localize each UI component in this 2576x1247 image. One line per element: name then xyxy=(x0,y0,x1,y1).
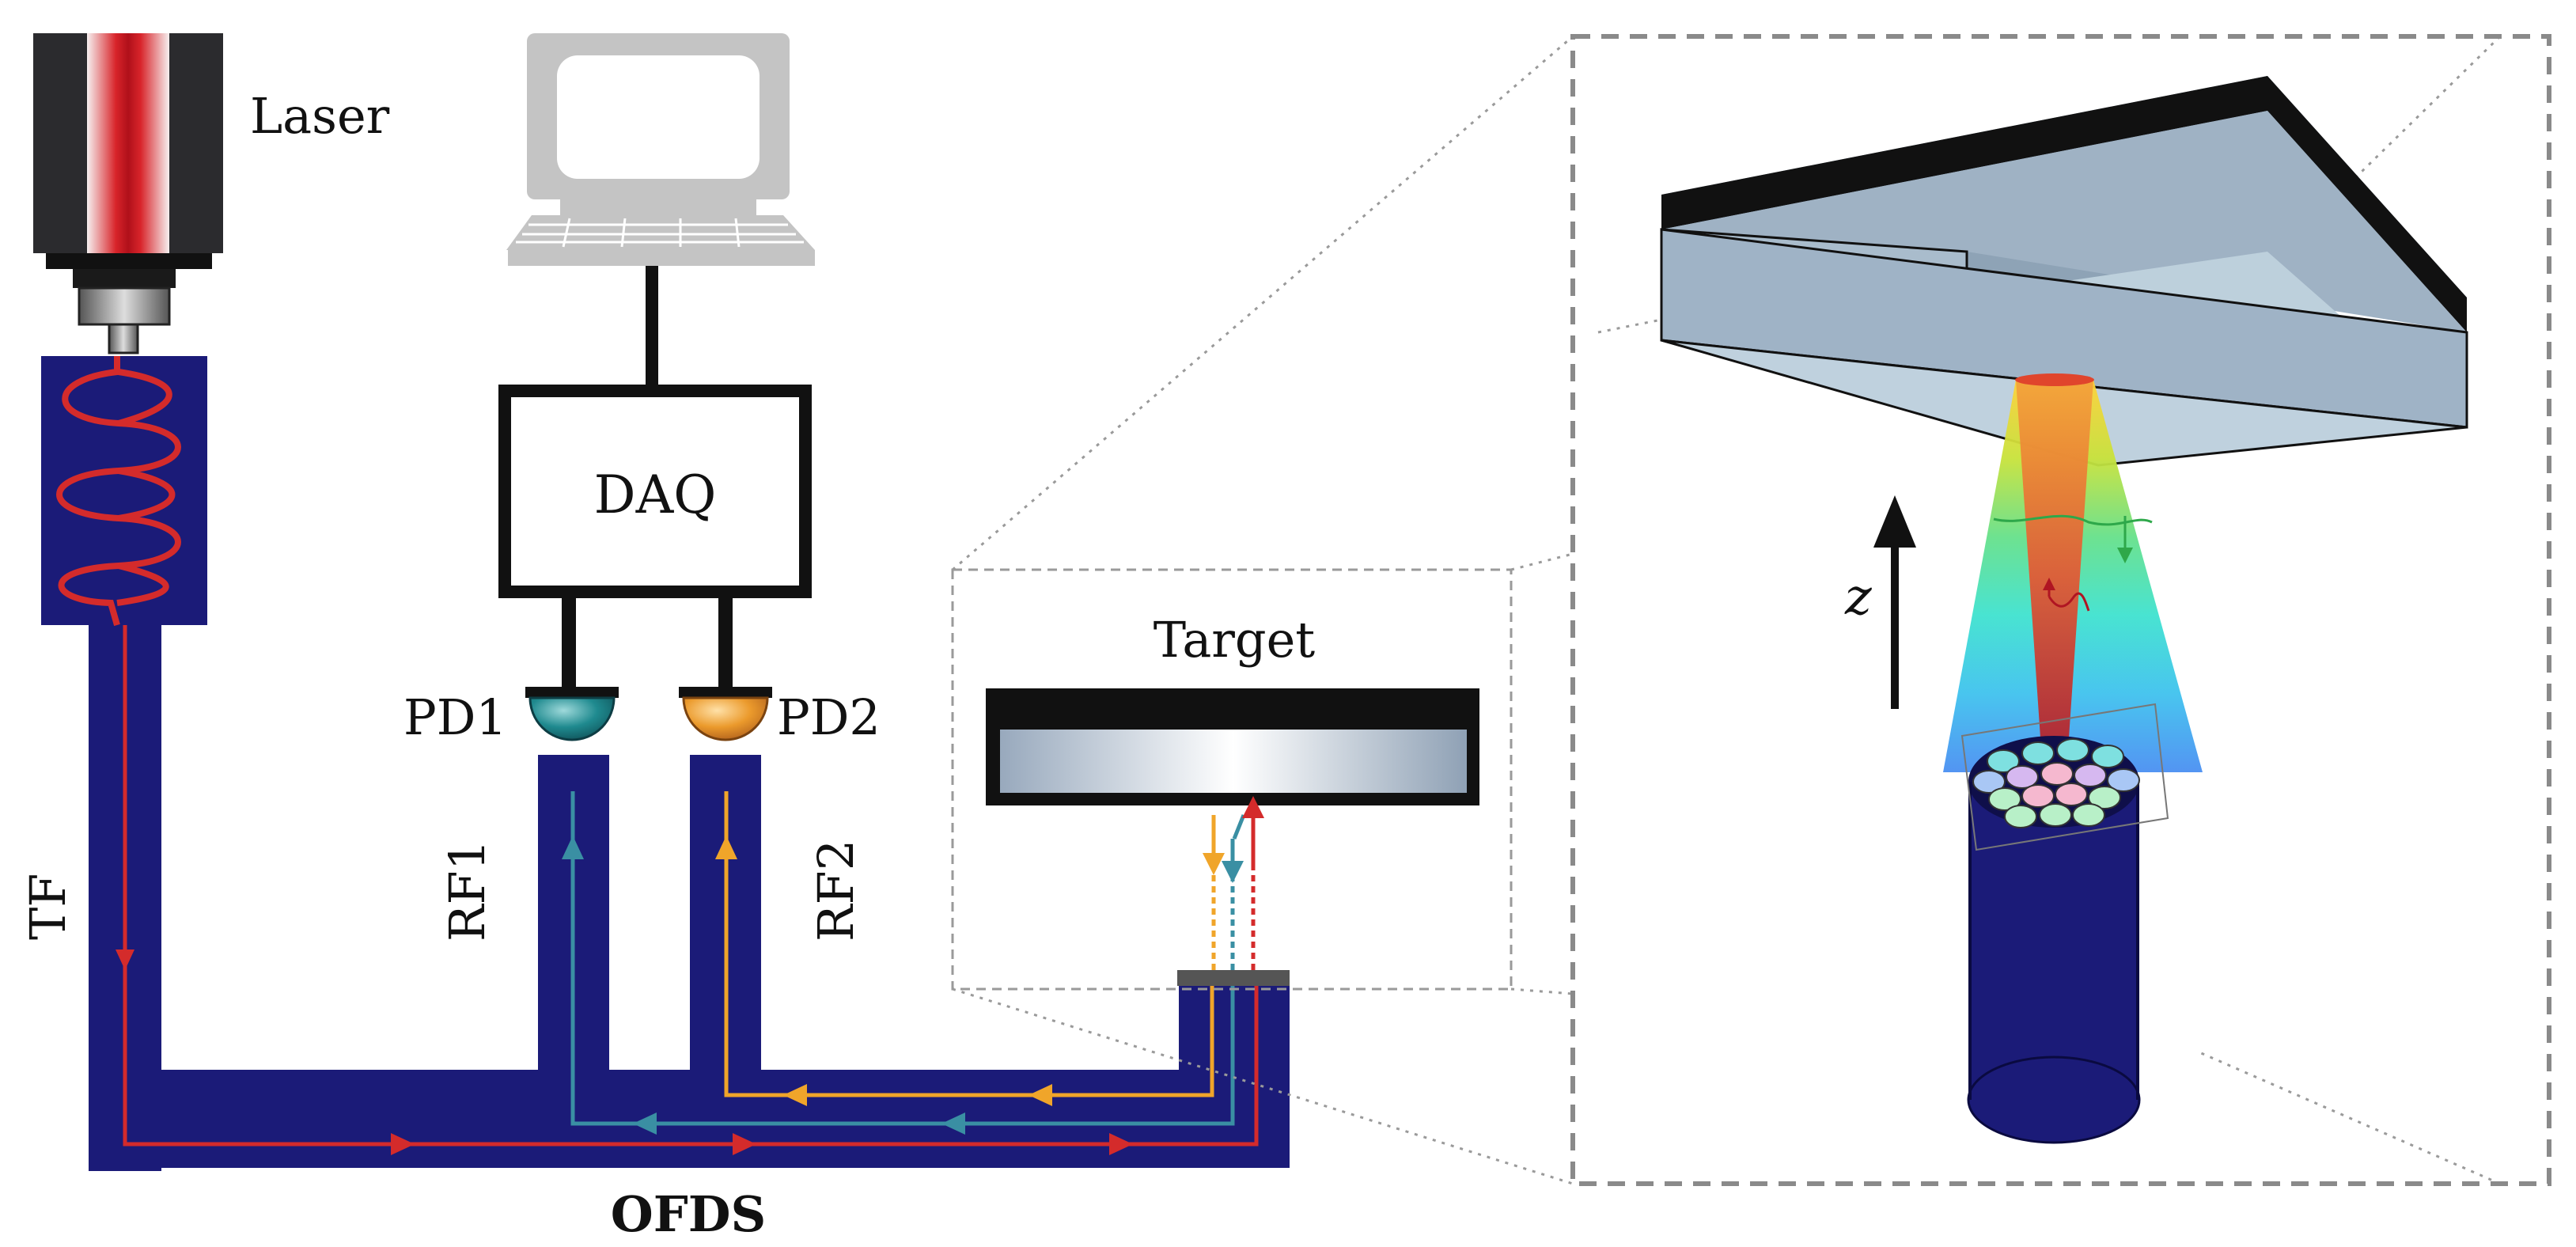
tf-label: TF xyxy=(19,874,77,940)
pd1-label: PD1 xyxy=(403,688,507,746)
light-paths xyxy=(123,625,1259,1147)
fiber-bundle-icon xyxy=(1960,703,2169,1144)
ofds-label: OFDS xyxy=(611,1185,767,1243)
tf-coil xyxy=(56,356,181,627)
pd2-label: PD2 xyxy=(777,688,881,746)
path-arrowheads xyxy=(116,836,1133,1155)
computer-icon xyxy=(506,33,815,266)
z-axis-arrow xyxy=(1873,495,1916,709)
target-beams xyxy=(1211,814,1256,970)
beam-cone xyxy=(1943,373,2203,772)
laser-label: Laser xyxy=(250,87,390,145)
photodiode-2 xyxy=(679,687,772,741)
zoom-inset-box xyxy=(1570,34,2551,1186)
rf1-label: RF1 xyxy=(438,840,496,942)
rf2-label: RF2 xyxy=(807,840,865,942)
daq-box xyxy=(498,385,812,598)
photodiode-1 xyxy=(525,687,619,741)
daq-label: DAQ xyxy=(594,464,717,525)
probe-tip xyxy=(1177,970,1290,986)
fiber-network xyxy=(41,356,1290,1171)
target-plate xyxy=(986,688,1479,805)
target-inset-box xyxy=(951,568,1513,991)
z-axis-label: z xyxy=(1844,568,1873,627)
pd1-cable xyxy=(562,598,576,690)
laser-source-icon xyxy=(33,33,223,354)
pd2-cable xyxy=(718,598,733,690)
target-label: Target xyxy=(1154,611,1316,669)
daq-cable xyxy=(646,266,658,391)
